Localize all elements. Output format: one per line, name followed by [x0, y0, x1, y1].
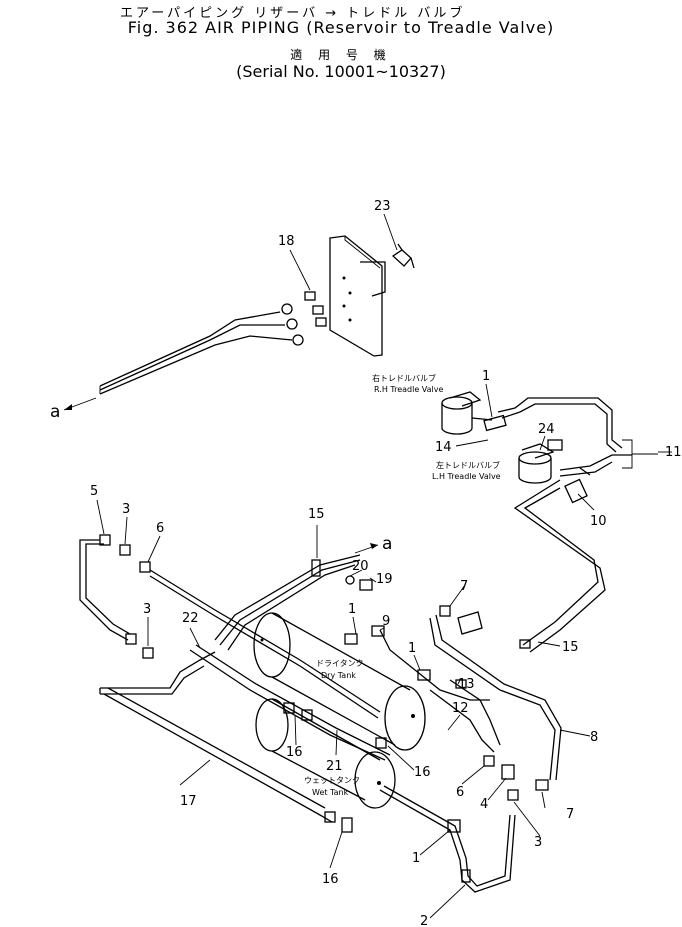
upper-pipes [99, 311, 293, 395]
fittings-18 [281, 291, 327, 346]
lh-treadle-valve [518, 439, 563, 484]
wet-tank-label-en: Wet Tank [312, 788, 349, 797]
lh-valve-label-en: L.H Treadle Valve [432, 472, 501, 481]
part-8: 8 [590, 730, 598, 745]
treadle-piping [497, 397, 632, 653]
japanese-title: エアーパイピング リザーバ → トレドル バルブ [120, 6, 466, 21]
rh-valve-label-en: R.H Treadle Valve [374, 385, 444, 394]
part-1-bottom: 1 [412, 851, 420, 866]
serial-range: (Serial No. 10001~10327) [236, 62, 446, 81]
arrow-a-upper [63, 397, 97, 411]
part-16-left: 16 [286, 745, 303, 760]
part-13: 13 [458, 677, 475, 692]
pipe-2 [379, 785, 516, 893]
pipe-15-bundle [214, 554, 361, 651]
part-1-treadle: 1 [482, 369, 490, 384]
dry-tank-label-en: Dry Tank [321, 671, 356, 680]
arrow-a-lower [354, 543, 379, 554]
part-23: 23 [374, 199, 391, 214]
figure-title: Fig. 362 AIR PIPING (Reservoir to Treadl… [127, 18, 555, 37]
part-4: 4 [480, 797, 488, 812]
pipe-6-long [149, 569, 381, 719]
bracket-11 [622, 439, 658, 469]
part-3-left: 3 [143, 602, 151, 617]
part-20: 20 [352, 559, 369, 574]
pipe-9 [379, 629, 490, 701]
part-3-upper: 3 [122, 502, 130, 517]
part-16-right: 16 [414, 765, 431, 780]
part-11: 11 [665, 445, 682, 460]
part-7-lower: 7 [566, 807, 574, 822]
rh-valve-label-jp: 右トレドルバルブ [372, 373, 436, 383]
component-labels: 右トレドルバルブ R.H Treadle Valve 左トレドルバルブ L.H … [50, 373, 501, 797]
leader-lines [96, 213, 672, 919]
part-10: 10 [590, 514, 607, 529]
wet-tank [255, 698, 396, 809]
connector-a-upper: a [50, 402, 60, 422]
part-15-upper: 15 [308, 507, 325, 522]
part-5: 5 [90, 484, 98, 499]
part-2: 2 [420, 914, 428, 927]
part-17: 17 [180, 794, 197, 809]
japanese-serial-caption: 適 用 号 機 [290, 48, 392, 62]
rh-treadle-valve [441, 391, 507, 435]
valve-23 [391, 243, 415, 269]
part-6-lower: 6 [456, 785, 464, 800]
connector-a-lower: a [382, 534, 392, 554]
pipe-13-12 [429, 679, 501, 753]
mounting-plate [329, 235, 386, 357]
wet-tank-label-jp: ウェットタンク [304, 776, 360, 785]
part-12: 12 [452, 701, 469, 716]
part-1-mid: 1 [408, 641, 416, 656]
part-14: 14 [435, 440, 452, 455]
lh-valve-label-jp: 左トレドルバルブ [436, 460, 500, 470]
part-9: 9 [382, 614, 390, 629]
part-1-dry: 1 [348, 602, 356, 617]
part-15-right: 15 [562, 640, 579, 655]
part-18: 18 [278, 234, 295, 249]
dry-tank-label-jp: ドライタンク [316, 659, 364, 668]
pipe-8 [429, 614, 562, 781]
part-6-upper: 6 [156, 521, 164, 536]
dry-tank [253, 612, 426, 751]
part-numbers: 18 23 1 14 24 11 10 5 3 6 3 15 20 19 22 … [90, 199, 682, 927]
part-7-upper: 7 [460, 579, 468, 594]
part-3-lower: 3 [534, 835, 542, 850]
part-16-bottom: 16 [322, 872, 339, 887]
part-21: 21 [326, 759, 343, 774]
pipe-17 [99, 651, 333, 823]
pipe-left-5 [79, 539, 131, 641]
part-22: 22 [182, 611, 199, 626]
part-19: 19 [376, 572, 393, 587]
part-24: 24 [538, 422, 555, 437]
